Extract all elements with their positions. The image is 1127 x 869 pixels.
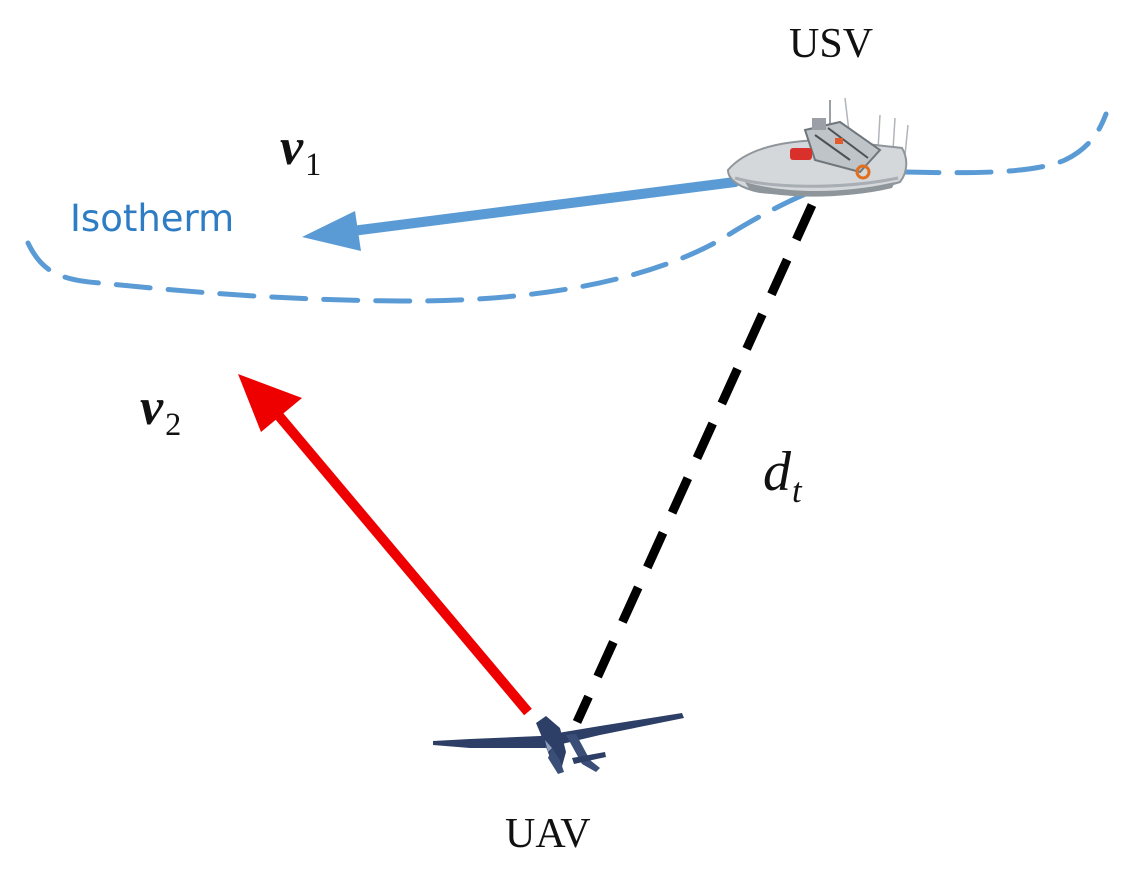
distance-subscript: t [792, 471, 802, 511]
v2-arrowhead [238, 374, 302, 432]
isotherm-curve [25, 187, 818, 304]
v2-arrow [270, 406, 532, 716]
distance-line [572, 203, 817, 724]
usv-boat-icon [726, 97, 909, 197]
usv-label: USV [789, 21, 874, 67]
v2-subscript: 2 [165, 406, 182, 443]
uav-aircraft-icon [433, 713, 684, 774]
isotherm-label: Isotherm [70, 197, 235, 240]
v2-symbol: v [140, 379, 164, 436]
v1-arrowhead [302, 211, 361, 251]
v1-symbol: v [280, 119, 304, 176]
distance-label: dt [763, 440, 802, 511]
v2-label: v2 [140, 378, 181, 443]
v1-subscript: 1 [305, 146, 322, 183]
uav-label: UAV [505, 811, 591, 857]
v1-label: v1 [280, 118, 321, 183]
isotherm-curve-right [902, 111, 1109, 176]
v1-arrow [347, 177, 740, 236]
distance-symbol: d [763, 441, 791, 503]
